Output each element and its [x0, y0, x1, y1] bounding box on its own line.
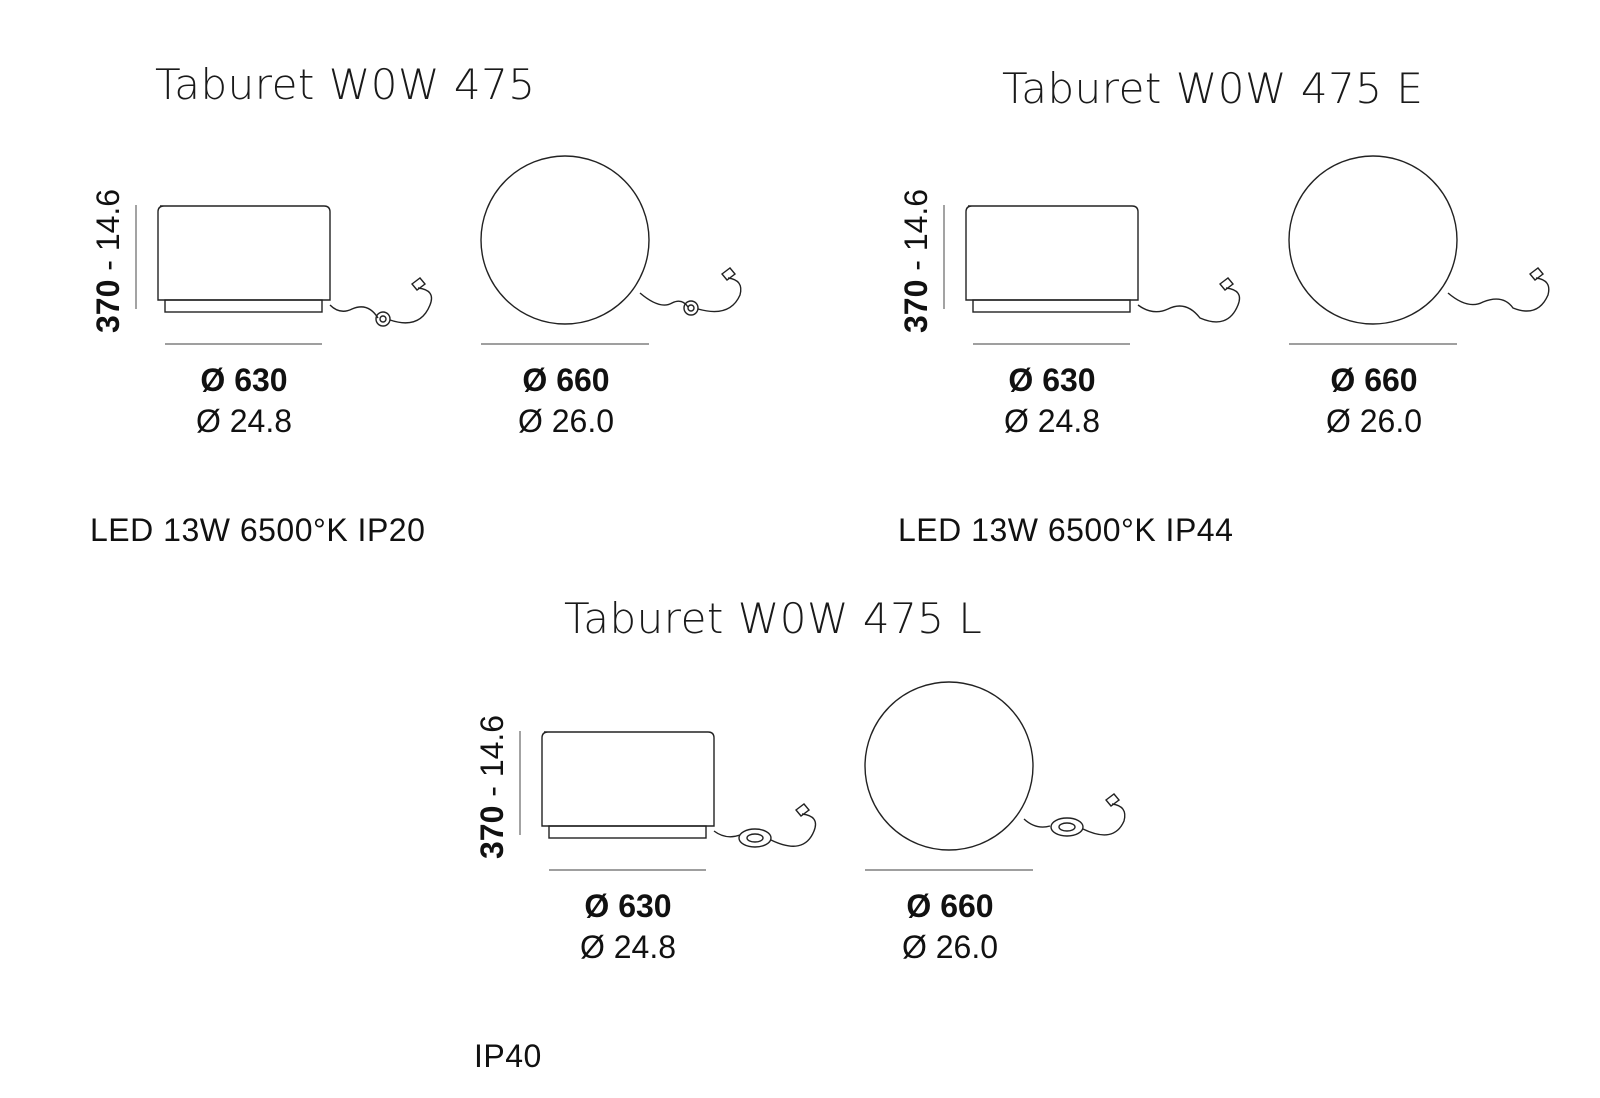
sphere-lamp-icon [1288, 155, 1550, 345]
stool-diameter-mm: Ø 630 [1008, 362, 1096, 398]
sphere-diameter-mm: Ø 660 [1330, 362, 1418, 398]
stool-side-view-icon [135, 205, 433, 345]
stool-diameter-mm: Ø 630 [200, 362, 288, 398]
stool-diameter-inch: Ø 24.8 [1003, 403, 1101, 439]
sphere-lamp-icon [864, 681, 1126, 871]
sphere-lamp-icon [480, 155, 742, 345]
sphere-diameter-mm: Ø 660 [522, 362, 610, 398]
sphere-diameter-mm: Ø 660 [906, 888, 994, 924]
spec-line: IP40 [474, 1038, 542, 1074]
spec-line: LED 13W 6500°K IP20 [90, 512, 426, 548]
sphere-diameter-inch: Ø 26.0 [517, 403, 615, 439]
stool-diameter: Ø 630 Ø 24.8 [952, 360, 1152, 442]
stool-diameter-mm: Ø 630 [584, 888, 672, 924]
product-title: Taburet W0W 475 [155, 60, 536, 109]
stool-diameter-inch: Ø 24.8 [579, 929, 677, 965]
stool-diameter: Ø 630 Ø 24.8 [528, 886, 728, 968]
sphere-diameter: Ø 660 Ø 26.0 [1274, 360, 1474, 442]
product-title: Taburet W0W 475 L [564, 594, 983, 643]
sphere-diameter-inch: Ø 26.0 [901, 929, 999, 965]
stool-side-view-icon [519, 731, 817, 871]
product-title: Taburet W0W 475 E [1002, 64, 1424, 113]
sphere-diameter-inch: Ø 26.0 [1325, 403, 1423, 439]
spec-line: LED 13W 6500°K IP44 [898, 512, 1234, 548]
stool-side-view-icon [943, 205, 1241, 345]
stool-diameter-inch: Ø 24.8 [195, 403, 293, 439]
sphere-diameter: Ø 660 Ø 26.0 [466, 360, 666, 442]
stool-diameter: Ø 630 Ø 24.8 [144, 360, 344, 442]
sphere-diameter: Ø 660 Ø 26.0 [850, 886, 1050, 968]
